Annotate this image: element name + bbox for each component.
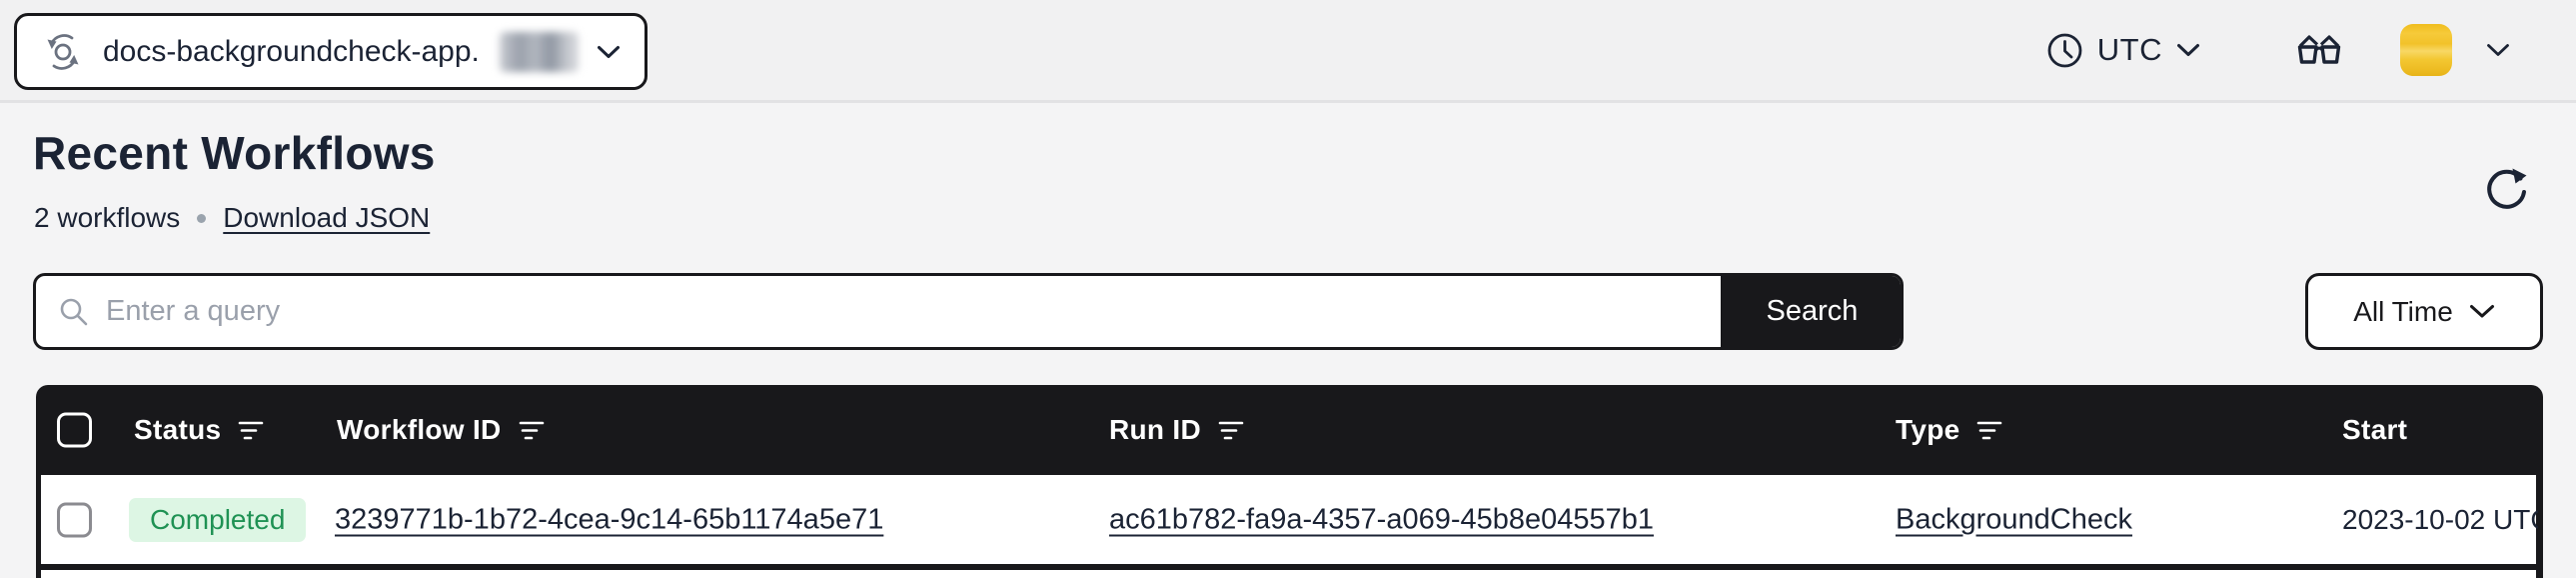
column-header-start[interactable]: Start	[2342, 414, 2407, 446]
table-row-partial	[36, 570, 2543, 578]
select-all-checkbox[interactable]	[57, 412, 92, 448]
row-divider	[36, 564, 2543, 570]
query-search-bar: Search	[33, 273, 1904, 350]
column-label: Workflow ID	[337, 414, 502, 445]
account-menu[interactable]	[2400, 24, 2510, 76]
workflow-count-line: 2 workflows Download JSON	[34, 200, 430, 236]
refresh-button[interactable]	[2479, 163, 2529, 213]
workflow-count: 2 workflows	[34, 202, 181, 233]
workflow-id-link[interactable]: 3239771b-1b72-4cea-9c14-65b1174a5e71	[335, 503, 884, 535]
row-checkbox[interactable]	[57, 502, 92, 537]
status-badge: Completed	[129, 497, 307, 542]
namespace-selector[interactable]: docs-backgroundcheck-app.	[14, 13, 647, 90]
topbar: docs-backgroundcheck-app. UTC	[0, 0, 2576, 103]
labs-mode-toggle[interactable]	[2296, 34, 2342, 66]
search-button[interactable]: Search	[1721, 276, 1901, 347]
chevron-down-icon	[2486, 43, 2510, 57]
table-header-row: Status Workflow ID Run ID	[36, 385, 2543, 475]
avatar	[2400, 24, 2452, 76]
start-time: 2023-10-02 UTC	[2342, 503, 2538, 535]
table-row-background	[41, 475, 2536, 564]
namespace-cycle-icon	[41, 30, 85, 74]
glasses-icon	[2296, 34, 2342, 66]
time-range-label: All Time	[2353, 295, 2453, 327]
workflows-table: Status Workflow ID Run ID	[36, 385, 2543, 578]
chevron-down-icon	[2469, 304, 2495, 319]
column-header-run-id[interactable]: Run ID	[1109, 414, 1245, 446]
namespace-label: docs-backgroundcheck-app.	[103, 34, 480, 68]
dot-separator	[197, 213, 207, 223]
column-header-status[interactable]: Status	[134, 414, 265, 446]
column-label: Type	[1896, 414, 1960, 445]
table-row-background	[41, 570, 2536, 578]
filter-icon[interactable]	[519, 419, 546, 442]
column-label: Status	[134, 414, 222, 445]
timezone-label: UTC	[2096, 32, 2162, 67]
column-label: Run ID	[1109, 414, 1202, 445]
timezone-selector[interactable]: UTC	[2046, 32, 2200, 69]
column-header-workflow-id[interactable]: Workflow ID	[337, 414, 546, 446]
workflow-type-link[interactable]: BackgroundCheck	[1896, 503, 2132, 535]
download-json-link[interactable]: Download JSON	[223, 202, 431, 233]
time-range-filter[interactable]: All Time	[2305, 273, 2543, 350]
search-input[interactable]	[90, 276, 1721, 347]
chevron-down-icon	[2176, 43, 2200, 57]
search-icon	[58, 296, 90, 328]
column-label: Start	[2342, 414, 2408, 445]
chevron-down-icon	[597, 45, 621, 59]
clock-icon	[2046, 32, 2083, 69]
filter-icon[interactable]	[238, 419, 265, 442]
filter-icon[interactable]	[1976, 419, 2003, 442]
page-title: Recent Workflows	[33, 127, 436, 179]
refresh-icon	[2479, 163, 2529, 213]
run-id-link[interactable]: ac61b782-fa9a-4357-a069-45b8e04557b1	[1109, 503, 1655, 535]
topbar-right-cluster: UTC	[2046, 0, 2510, 100]
filter-icon[interactable]	[1218, 419, 1245, 442]
column-header-type[interactable]: Type	[1896, 414, 2003, 446]
namespace-redacted-suffix	[499, 31, 579, 72]
table-row[interactable]: Completed 3239771b-1b72-4cea-9c14-65b117…	[36, 475, 2543, 564]
